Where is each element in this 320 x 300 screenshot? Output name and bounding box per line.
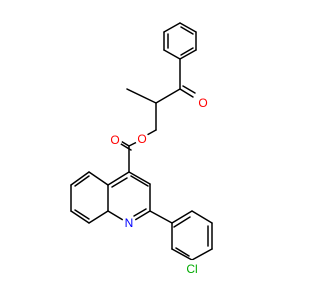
bond xyxy=(179,49,197,60)
bond xyxy=(171,210,193,224)
bond xyxy=(134,210,151,221)
atom-label: N xyxy=(125,216,134,230)
quinoline-nitrogen-atom: N xyxy=(122,216,136,230)
bond xyxy=(173,216,191,228)
bond-layer xyxy=(70,22,213,263)
bond xyxy=(180,26,194,35)
bond xyxy=(111,177,128,188)
bond xyxy=(179,88,194,98)
bond xyxy=(182,85,196,94)
bond xyxy=(149,210,173,224)
bond xyxy=(191,248,213,261)
atom-label: O xyxy=(110,133,119,147)
bond xyxy=(88,210,109,224)
bond xyxy=(74,175,90,187)
molecule-structure: O O O N Cl xyxy=(70,22,213,278)
bond xyxy=(175,247,190,257)
bond xyxy=(180,47,194,56)
bond xyxy=(107,171,130,186)
bond xyxy=(130,175,149,187)
bond xyxy=(70,171,90,186)
atom-label-layer: O O O N Cl xyxy=(108,96,210,278)
bond xyxy=(128,171,151,185)
chlorine-atom: Cl xyxy=(183,260,201,278)
bond xyxy=(163,22,181,33)
carbonyl-oxygen-atom: O xyxy=(108,133,122,147)
bond xyxy=(171,248,193,261)
bond xyxy=(191,210,213,224)
bond xyxy=(163,49,181,60)
ketone-oxygen-atom: O xyxy=(196,96,210,110)
bond xyxy=(126,88,157,104)
bond xyxy=(133,208,147,217)
bond xyxy=(155,88,181,104)
bond xyxy=(88,171,109,186)
bond xyxy=(107,210,124,221)
atom-label: O xyxy=(198,96,207,110)
atom-label: O xyxy=(137,132,146,146)
bond xyxy=(70,210,90,224)
bond xyxy=(179,22,197,33)
ester-oxygen-atom: O xyxy=(135,132,149,146)
bond xyxy=(128,141,138,147)
bond xyxy=(74,209,90,220)
bond xyxy=(146,129,157,136)
atom-label: Cl xyxy=(186,262,197,276)
